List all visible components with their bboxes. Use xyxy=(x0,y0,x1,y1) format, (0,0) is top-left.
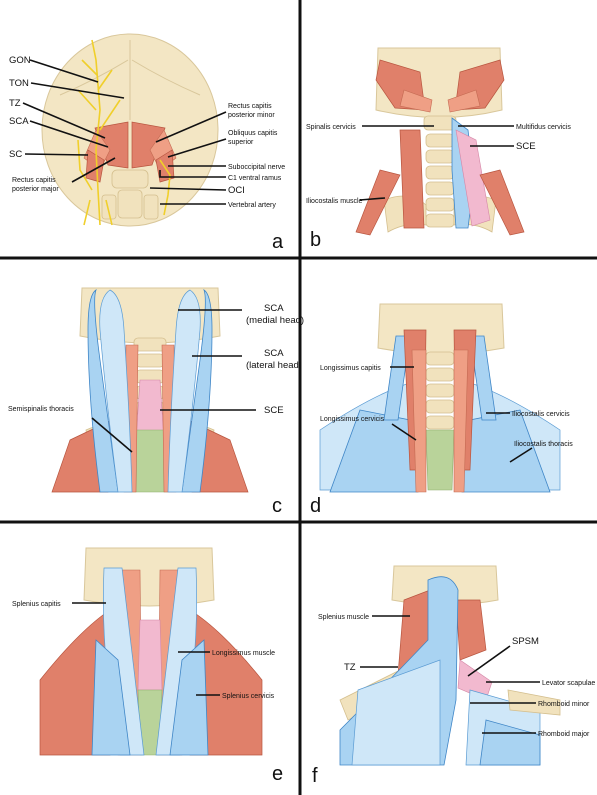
panel-letter-b: b xyxy=(310,229,321,251)
panel-a: GON TON TZ SCA SC Rectus capitis posteri… xyxy=(9,33,285,253)
panel-f: Splenius muscle SPSM TZ Levator scapulae… xyxy=(312,565,595,787)
label-sca-medial-line1: SCA xyxy=(264,303,284,314)
label-suboccipital-nerve: Suboccipital nerve xyxy=(228,164,285,171)
sca-blue-c xyxy=(87,289,213,493)
nerves-a xyxy=(77,39,171,226)
label-vertebral-artery: Vertebral artery xyxy=(228,202,276,209)
label-spinalis-cervicis: Spinalis cervicis xyxy=(306,124,356,131)
label-rcp-minor-line2: posterior minor xyxy=(228,112,275,119)
label-rcp-minor: Rectus capitis posterior minor xyxy=(228,103,275,119)
label-sca-lateral-line1: SCA xyxy=(264,348,284,359)
panel-letter-f: f xyxy=(312,765,318,787)
label-sce-b: SCE xyxy=(516,141,536,152)
label-longissimus-cervicis: Longissimus cervicis xyxy=(320,416,385,423)
panel-d: Longissimus capitis Longissimus cervicis… xyxy=(310,303,573,517)
label-rhomboid-major: Rhomboid major xyxy=(538,731,590,738)
splenius-blue-e xyxy=(91,567,209,756)
label-semispinalis-thoracis: Semispinalis thoracis xyxy=(8,406,74,413)
label-ton: TON xyxy=(9,78,29,89)
label-gon: GON xyxy=(9,55,31,66)
label-splenius-muscle: Splenius muscle xyxy=(318,614,369,621)
label-sce-c: SCE xyxy=(264,405,284,416)
label-rcp-major: Rectus capitis posterior major xyxy=(12,177,59,193)
label-tz-f: TZ xyxy=(344,662,356,673)
label-iliocostalis-thoracis: Iliocostalis thoracis xyxy=(514,441,573,448)
label-sca-lateral: SCA (lateral head) xyxy=(246,348,302,371)
label-ocs: Obliquus capitis superior xyxy=(228,130,279,146)
panel-e: Splenius capitis Longissimus muscle Sple… xyxy=(12,547,283,785)
label-rcp-minor-line1: Rectus capitis xyxy=(228,103,272,110)
vertebrae-d xyxy=(425,351,455,430)
label-iliocostalis-cervicis: Iliocostalis cervicis xyxy=(512,411,570,418)
label-sca-medial-line2: (medial head) xyxy=(246,315,304,326)
label-longissimus-muscle: Longissimus muscle xyxy=(212,650,275,657)
label-splenius-capitis: Splenius capitis xyxy=(12,601,61,608)
panel-letter-c: c xyxy=(272,495,282,517)
panel-letter-a: a xyxy=(272,231,284,253)
label-sca-lateral-line2: (lateral head) xyxy=(246,360,302,371)
label-tz: TZ xyxy=(9,98,21,109)
panel-c: SCA (medial head) SCA (lateral head) Sem… xyxy=(8,287,304,517)
label-splenius-cervicis: Splenius cervicis xyxy=(222,693,275,700)
label-rcp-major-line2: posterior major xyxy=(12,186,59,193)
suboccipital-muscles-a xyxy=(83,121,177,220)
label-rcp-major-line1: Rectus capitis xyxy=(12,177,56,184)
label-longissimus-capitis: Longissimus capitis xyxy=(320,365,381,372)
label-iliocostalis-muscle: Iliocostalis muscle xyxy=(306,198,363,205)
label-rhomboid-minor: Rhomboid minor xyxy=(538,701,590,708)
panel-b: Spinalis cervicis Multifidus cervicis SC… xyxy=(306,47,571,251)
panel-letter-d: d xyxy=(310,495,321,517)
label-c1-ventral-ramus: C1 ventral ramus xyxy=(228,175,282,182)
label-spsm: SPSM xyxy=(512,636,539,647)
label-levator-scapulae: Levator scapulae xyxy=(542,680,595,687)
trapezius-blue-f xyxy=(339,576,459,766)
label-ocs-line2: superior xyxy=(228,139,254,146)
label-multifidus-cervicis: Multifidus cervicis xyxy=(516,124,571,131)
label-sca-medial: SCA (medial head) xyxy=(246,303,304,326)
label-ocs-line1: Obliquus capitis xyxy=(228,130,278,137)
label-sc: SC xyxy=(9,149,22,160)
label-sca-a: SCA xyxy=(9,116,29,127)
panel-letter-e: e xyxy=(272,763,283,785)
label-oci: OCI xyxy=(228,185,245,196)
